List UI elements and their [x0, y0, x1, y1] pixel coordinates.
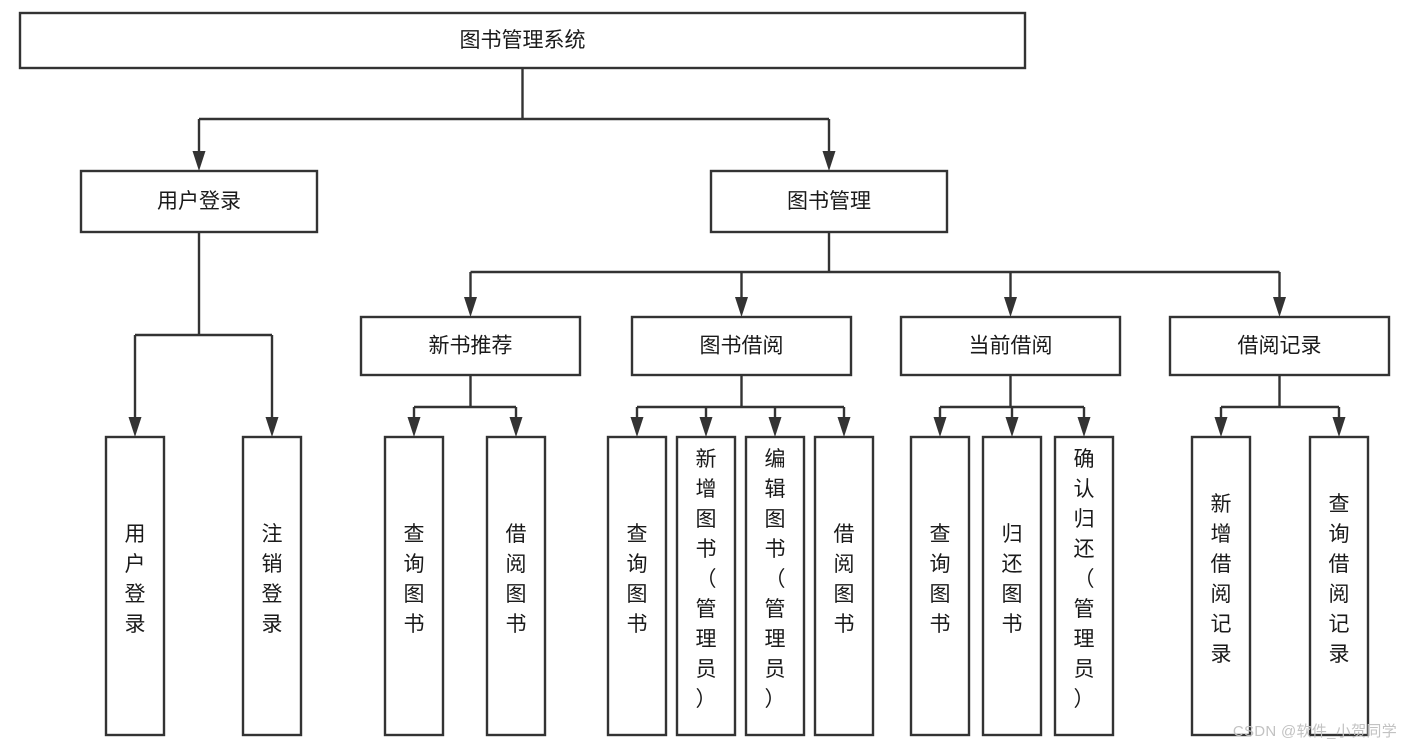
connector-group: [1214, 375, 1346, 437]
node-leaf-return-book[interactable]: 归还图书: [981, 435, 1043, 737]
node-box: [606, 435, 668, 737]
node-label: 用户登录: [125, 523, 146, 636]
node-label: 当前借阅: [969, 335, 1053, 358]
node-label: 新增图书（管理员）: [696, 448, 717, 711]
node-label: 借阅记录: [1238, 335, 1322, 358]
node-leaf-logout[interactable]: 注销登录: [241, 435, 303, 737]
node-label: 借阅图书: [834, 523, 855, 636]
node-book-manage[interactable]: 图书管理: [709, 169, 949, 234]
node-box: [79, 169, 319, 234]
node-new-book-recommend[interactable]: 新书推荐: [359, 315, 582, 377]
node-leaf-borrow-book-1[interactable]: 借阅图书: [485, 435, 547, 737]
node-label: 借阅图书: [506, 523, 527, 636]
node-leaf-user-login[interactable]: 用户登录: [104, 435, 166, 737]
node-label: 归还图书: [1002, 523, 1023, 636]
node-user-login[interactable]: 用户登录: [79, 169, 319, 234]
node-leaf-add-record[interactable]: 新增借阅记录: [1190, 435, 1252, 737]
node-box: [1308, 435, 1370, 737]
node-box: [909, 435, 971, 737]
node-box: [383, 435, 445, 737]
node-leaf-edit-book[interactable]: 编辑图书（管理员）: [744, 435, 806, 737]
node-box: [981, 435, 1043, 737]
node-box: [104, 435, 166, 737]
node-box: [359, 315, 582, 377]
node-label: 图书管理系统: [460, 29, 586, 52]
node-leaf-query-book-2[interactable]: 查询图书: [606, 435, 668, 737]
node-box: [1190, 435, 1252, 737]
node-label: 图书管理: [787, 190, 871, 213]
node-label: 新增借阅记录: [1211, 493, 1232, 666]
node-leaf-confirm-return[interactable]: 确认归还（管理员）: [1053, 435, 1115, 737]
connector-group: [464, 232, 1286, 317]
node-leaf-query-book-1[interactable]: 查询图书: [383, 435, 445, 737]
csdn-watermark: CSDN @软件_小贺同学: [1232, 723, 1397, 740]
node-box: [1168, 315, 1391, 377]
node-box: [813, 435, 875, 737]
connector-layer: [128, 68, 1346, 437]
node-current-borrow[interactable]: 当前借阅: [899, 315, 1122, 377]
node-label: 编辑图书（管理员）: [765, 448, 786, 711]
node-box: [630, 315, 853, 377]
node-borrow-record[interactable]: 借阅记录: [1168, 315, 1391, 377]
node-box: [709, 169, 949, 234]
node-label: 图书借阅: [700, 335, 784, 358]
node-box: [241, 435, 303, 737]
node-box: [485, 435, 547, 737]
node-label: 查询图书: [930, 523, 951, 636]
node-label: 新书推荐: [429, 335, 513, 358]
node-label: 查询图书: [627, 523, 648, 636]
node-book-borrow[interactable]: 图书借阅: [630, 315, 853, 377]
connector-group: [192, 68, 836, 171]
node-leaf-query-book-3[interactable]: 查询图书: [909, 435, 971, 737]
node-box: [675, 435, 737, 737]
node-leaf-add-book[interactable]: 新增图书（管理员）: [675, 435, 737, 737]
node-box: [899, 315, 1122, 377]
node-box: [18, 11, 1027, 70]
node-root-system[interactable]: 图书管理系统: [18, 11, 1027, 70]
connector-group: [933, 375, 1091, 437]
node-box: [744, 435, 806, 737]
node-label: 查询借阅记录: [1329, 493, 1350, 666]
connector-group: [630, 375, 851, 437]
node-box: [1053, 435, 1115, 737]
node-label: 查询图书: [404, 523, 425, 636]
node-leaf-borrow-book-2[interactable]: 借阅图书: [813, 435, 875, 737]
connector-group: [407, 375, 523, 437]
node-leaf-query-record[interactable]: 查询借阅记录: [1308, 435, 1370, 737]
connector-group: [128, 232, 279, 437]
node-label: 注销登录: [262, 523, 283, 636]
node-label: 用户登录: [157, 190, 241, 213]
node-label: 确认归还（管理员）: [1074, 448, 1095, 711]
